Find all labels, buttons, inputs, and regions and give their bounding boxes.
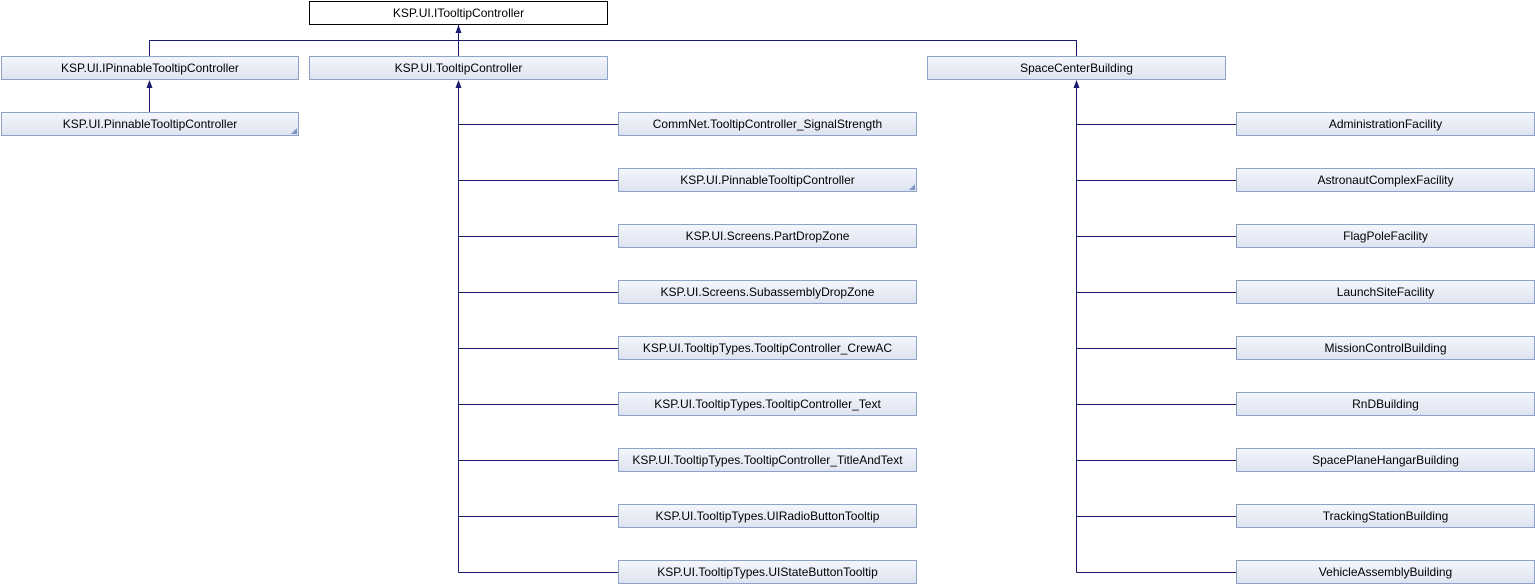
node-pinnabletooltipcontroller-left[interactable]: KSP.UI.PinnableTooltipController xyxy=(1,112,299,136)
node-label: VehicleAssemblyBuilding xyxy=(1318,565,1453,579)
node-flagpolefacility[interactable]: FlagPoleFacility xyxy=(1236,224,1535,248)
node-controller-text[interactable]: KSP.UI.TooltipTypes.TooltipController_Te… xyxy=(618,392,917,416)
node-label: FlagPoleFacility xyxy=(1343,229,1428,243)
arrowhead-icon xyxy=(455,80,462,88)
node-label: KSP.UI.Screens.SubassemblyDropZone xyxy=(660,285,875,299)
node-pinnabletooltipcontroller-mid[interactable]: KSP.UI.PinnableTooltipController xyxy=(618,168,917,192)
node-subassemblydropzone[interactable]: KSP.UI.Screens.SubassemblyDropZone xyxy=(618,280,917,304)
node-label: KSP.UI.TooltipTypes.UIRadioButtonTooltip xyxy=(655,509,880,523)
collapsed-indicator-icon xyxy=(909,184,915,190)
node-label: LaunchSiteFacility xyxy=(1336,285,1435,299)
node-ipinnabletooltipcontroller[interactable]: KSP.UI.IPinnableTooltipController xyxy=(1,56,299,80)
node-partdropzone[interactable]: KSP.UI.Screens.PartDropZone xyxy=(618,224,917,248)
arrowhead-icon xyxy=(146,80,153,88)
arrowhead-icon xyxy=(455,25,462,33)
node-label: CommNet.TooltipController_SignalStrength xyxy=(652,117,883,131)
node-label: KSP.UI.PinnableTooltipController xyxy=(680,173,855,187)
node-spaceplanehangarbuilding[interactable]: SpacePlaneHangarBuilding xyxy=(1236,448,1535,472)
node-label: TrackingStationBuilding xyxy=(1322,509,1449,523)
node-statebuttontooltip[interactable]: KSP.UI.TooltipTypes.UIStateButtonTooltip xyxy=(618,560,917,584)
node-missioncontrolbuilding[interactable]: MissionControlBuilding xyxy=(1236,336,1535,360)
collapsed-indicator-icon xyxy=(291,128,297,134)
node-vehicleassemblybuilding[interactable]: VehicleAssemblyBuilding xyxy=(1236,560,1535,584)
node-signalstrength[interactable]: CommNet.TooltipController_SignalStrength xyxy=(618,112,917,136)
node-label: KSP.UI.TooltipTypes.TooltipController_Cr… xyxy=(642,341,893,355)
node-label: KSP.UI.TooltipTypes.UIStateButtonTooltip xyxy=(657,565,878,579)
node-label: KSP.UI.IPinnableTooltipController xyxy=(61,61,239,75)
node-label: KSP.UI.TooltipTypes.TooltipController_Ti… xyxy=(632,453,903,467)
node-label: RnDBuilding xyxy=(1352,397,1419,411)
node-astronautcomplexfacility[interactable]: AstronautComplexFacility xyxy=(1236,168,1535,192)
node-label: KSP.UI.Screens.PartDropZone xyxy=(685,229,850,243)
node-label: KSP.UI.PinnableTooltipController xyxy=(62,117,238,131)
node-radiobuttontooltip[interactable]: KSP.UI.TooltipTypes.UIRadioButtonTooltip xyxy=(618,504,917,528)
node-tooltipcontroller[interactable]: KSP.UI.TooltipController xyxy=(309,56,608,80)
node-rndbuilding[interactable]: RnDBuilding xyxy=(1236,392,1535,416)
node-label: KSP.UI.ITooltipController xyxy=(392,6,525,20)
node-crewac[interactable]: KSP.UI.TooltipTypes.TooltipController_Cr… xyxy=(618,336,917,360)
node-itooltipcontroller: KSP.UI.ITooltipController xyxy=(309,1,608,25)
node-label: KSP.UI.TooltipController xyxy=(394,61,523,75)
arrowhead-icon xyxy=(1073,80,1080,88)
node-launchsitefacility[interactable]: LaunchSiteFacility xyxy=(1236,280,1535,304)
node-titleandtext[interactable]: KSP.UI.TooltipTypes.TooltipController_Ti… xyxy=(618,448,917,472)
node-administrationfacility[interactable]: AdministrationFacility xyxy=(1236,112,1535,136)
node-label: SpacePlaneHangarBuilding xyxy=(1312,453,1459,467)
node-spacecenterbuilding[interactable]: SpaceCenterBuilding xyxy=(927,56,1226,80)
node-label: MissionControlBuilding xyxy=(1324,341,1447,355)
node-trackingstationbuilding[interactable]: TrackingStationBuilding xyxy=(1236,504,1535,528)
node-label: AstronautComplexFacility xyxy=(1317,173,1454,187)
node-label: SpaceCenterBuilding xyxy=(1020,61,1133,75)
node-label: KSP.UI.TooltipTypes.TooltipController_Te… xyxy=(654,397,881,411)
node-label: AdministrationFacility xyxy=(1328,117,1443,131)
